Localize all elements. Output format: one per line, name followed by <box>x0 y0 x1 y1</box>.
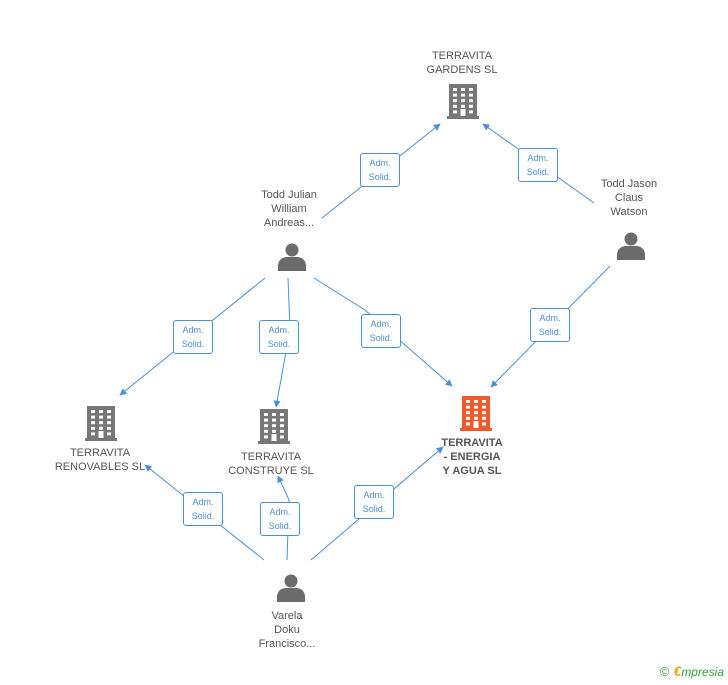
edge-label-role[interactable]: Adm. Solid. <box>361 314 401 348</box>
edge-label-line: Solid. <box>362 504 386 514</box>
node-label-terravita-gardens[interactable]: TERRAVITA GARDENS SL <box>427 49 498 77</box>
person-icon-todd-jason[interactable] <box>617 232 645 261</box>
edge-varela-doku-to-terravita-construye <box>277 475 290 561</box>
edge-label-line: Adm. <box>363 490 385 500</box>
edge-label-line: Adm. <box>369 158 391 168</box>
edge-label-role[interactable]: Adm. Solid. <box>259 320 299 354</box>
edge-label-line: Solid. <box>267 339 291 349</box>
edge-label-role[interactable]: Adm. Solid. <box>354 485 394 519</box>
icons-layer <box>85 84 645 602</box>
edge-label-line: Solid. <box>526 167 550 177</box>
edge-label-line: Adm. <box>370 319 392 329</box>
node-label-line: - ENERGIA <box>443 451 501 463</box>
person-icon-todd-julian[interactable] <box>278 243 306 272</box>
edge-label-role[interactable]: Adm. Solid. <box>518 148 558 182</box>
edge-label-line: Adm. <box>269 507 291 517</box>
node-label-line: Francisco... <box>258 638 316 650</box>
node-label-line: Andreas... <box>263 217 315 229</box>
node-label-terravita-energia[interactable]: TERRAVITA - ENERGIA Y AGUA SL <box>441 436 502 478</box>
node-label-line: RENOVABLES SL <box>54 461 146 473</box>
edge-label-line: Solid. <box>191 511 215 521</box>
edge-label-line: Adm. <box>268 325 290 335</box>
node-label-line: Doku <box>274 624 300 636</box>
node-label-line: TERRAVITA <box>431 50 493 62</box>
node-label-line: Claus <box>614 192 644 204</box>
brand-initial: € <box>673 663 682 679</box>
copyright-icon: © <box>659 664 670 679</box>
edge-label-line: Solid. <box>268 521 292 531</box>
edge-label-line: Solid. <box>368 172 392 182</box>
node-label-line: Todd Julian <box>261 189 317 201</box>
edge-label-line: Adm. <box>539 313 561 323</box>
edge-label-line: Adm. <box>182 325 204 335</box>
edge-label-line: Solid. <box>369 333 393 343</box>
node-label-line: Todd Jason <box>600 178 658 190</box>
node-label-line: TERRAVITA <box>441 437 503 449</box>
edge-label-role[interactable]: Adm. Solid. <box>260 502 300 536</box>
node-label-line: William <box>271 203 307 215</box>
node-label-line: Watson <box>610 206 648 218</box>
node-label-line: Y AGUA SL <box>442 465 502 477</box>
node-label-terravita-construye[interactable]: TERRAVITA CONSTRUYE SL <box>228 450 314 478</box>
node-label-line: TERRAVITA <box>69 447 131 459</box>
edge-label-role[interactable]: Adm. Solid. <box>360 153 400 187</box>
node-label-line: TERRAVITA <box>240 451 302 463</box>
building-icon-terravita-renovables[interactable] <box>85 406 117 441</box>
node-label-terravita-renovables[interactable]: TERRAVITA RENOVABLES SL <box>55 446 145 474</box>
edge-label-role[interactable]: Adm. Solid. <box>530 308 570 342</box>
brand-name: mpresia <box>681 665 724 679</box>
person-icon-varela-doku[interactable] <box>277 574 305 603</box>
edge-label-role[interactable]: Adm. Solid. <box>183 492 223 526</box>
edge-label-line: Solid. <box>538 327 562 337</box>
edge-label-line: Adm. <box>527 153 549 163</box>
edge-label-line: Adm. <box>192 497 214 507</box>
building-icon-terravita-gardens[interactable] <box>447 84 479 119</box>
node-label-line: CONSTRUYE SL <box>228 465 314 477</box>
edge-label-line: Solid. <box>181 339 205 349</box>
node-label-line: GARDENS SL <box>426 64 498 76</box>
footer-brand: ©€mpresia <box>660 663 724 679</box>
node-label-line: Varela <box>271 610 303 622</box>
building-icon-terravita-energia[interactable] <box>460 396 492 431</box>
edge-label-role[interactable]: Adm. Solid. <box>173 320 213 354</box>
edge-todd-julian-to-terravita-energia <box>313 277 453 387</box>
building-icon-terravita-construye[interactable] <box>258 409 290 444</box>
